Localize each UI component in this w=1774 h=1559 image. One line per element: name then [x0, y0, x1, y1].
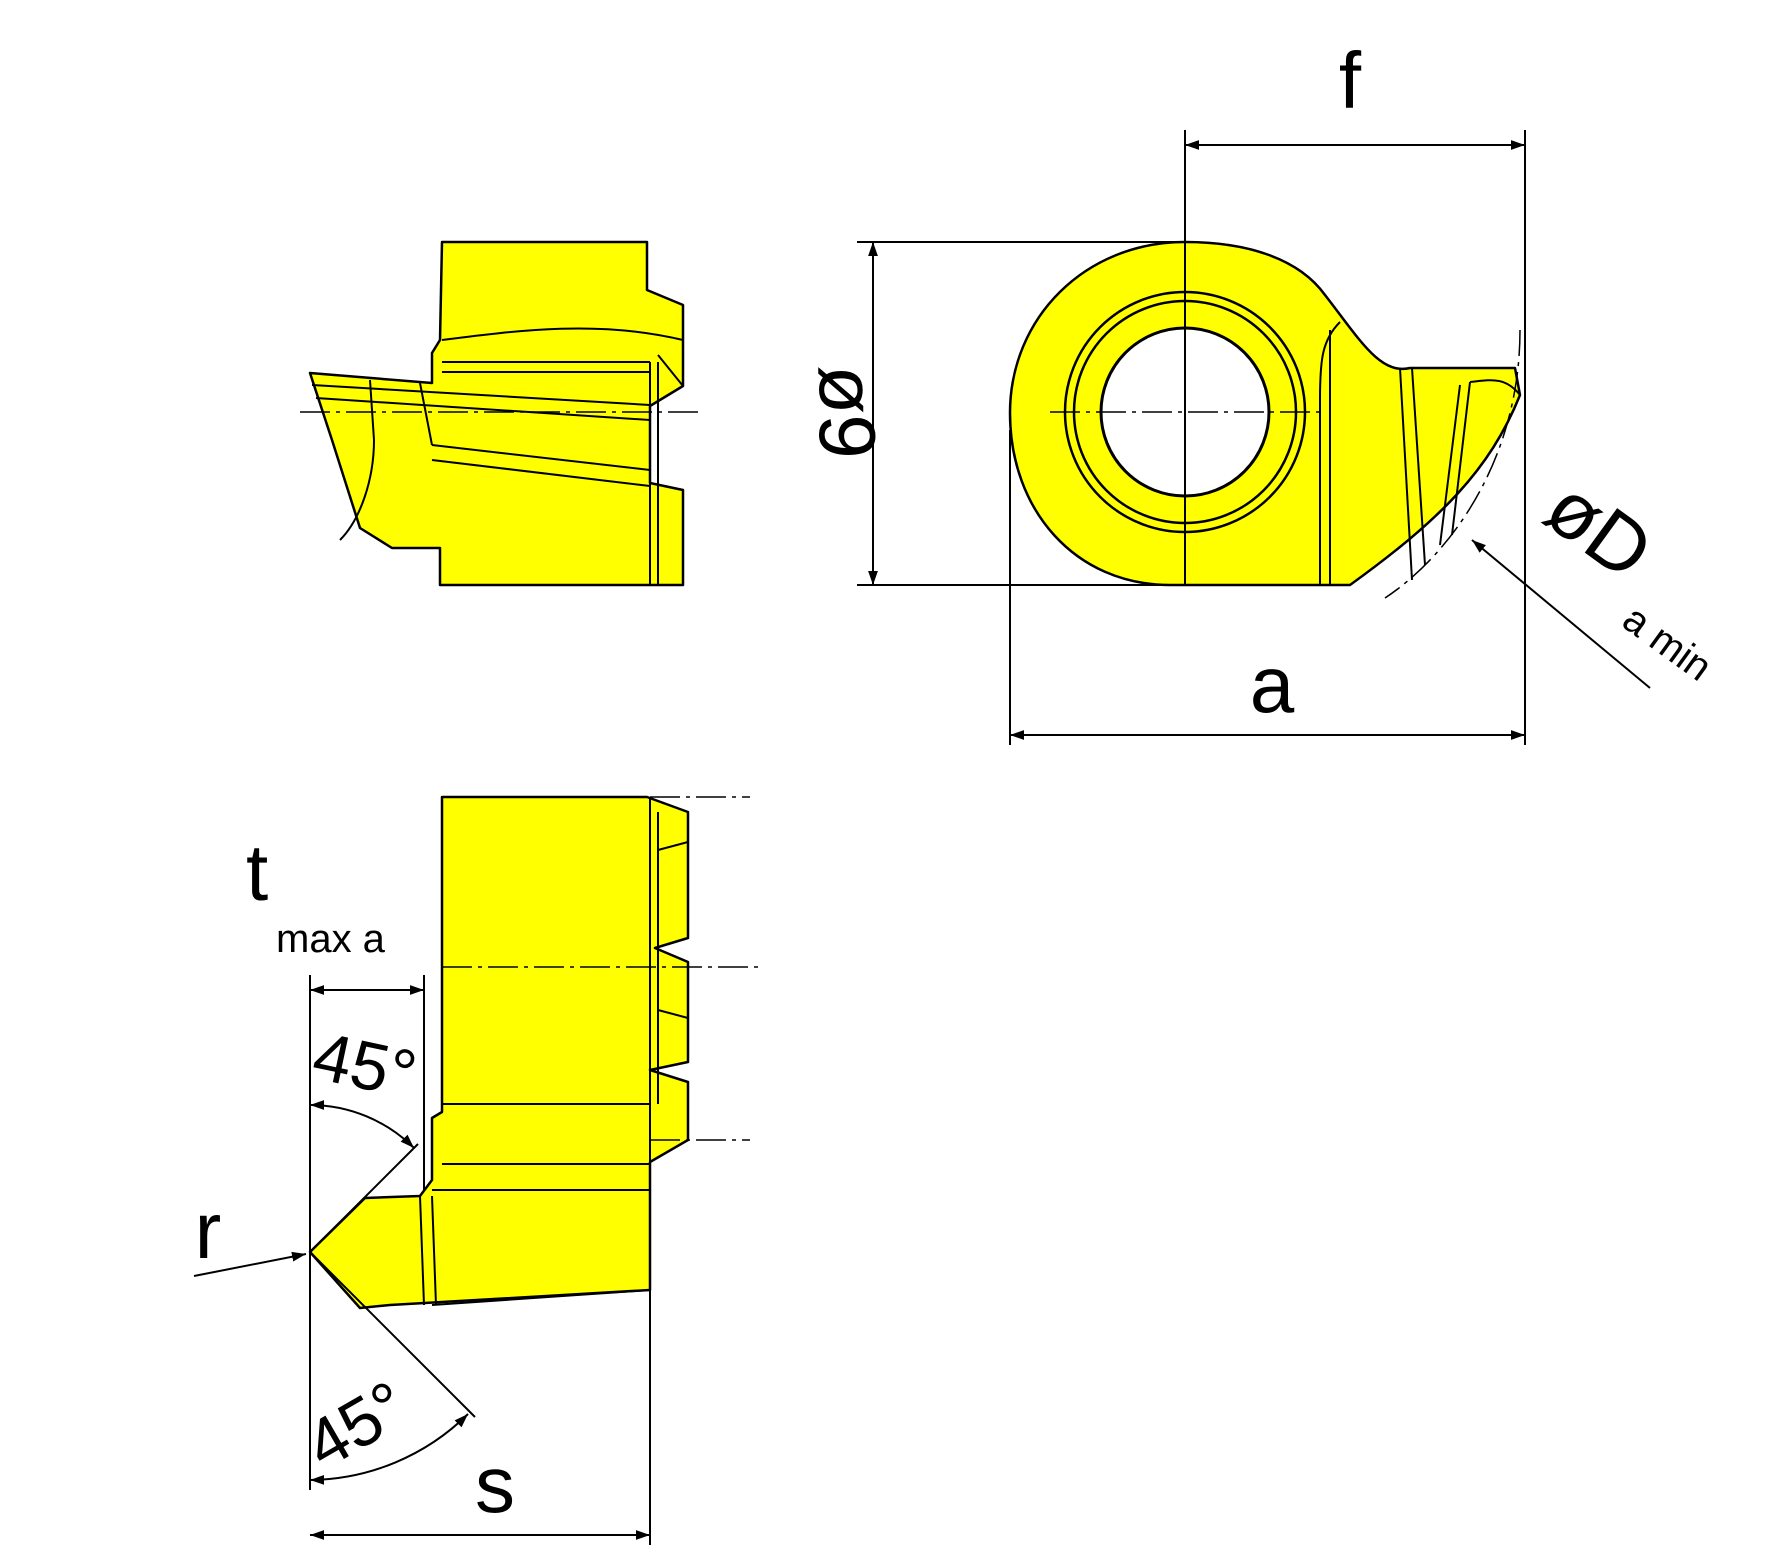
front-view-lower-left [308, 795, 760, 1310]
top-view-minimum-bore-arc [1384, 329, 1521, 599]
dimension-t [309, 975, 425, 1490]
angle-bottom-label: 45° [293, 1366, 420, 1483]
top-view-upper-right [1008, 240, 1522, 599]
dimension-diameter-D [1471, 539, 1651, 689]
dimension-diameter-9 [857, 241, 1185, 586]
side-view-upper-left [300, 240, 700, 587]
angle-top-label: 45° [307, 1018, 423, 1114]
dimension-a [1009, 430, 1525, 745]
front-view-centerlines [442, 796, 760, 1141]
dimension-diameter-9-label: ø9 [803, 365, 892, 458]
side-view-upper-left-lines [311, 327, 684, 585]
angle-top-edge-extension [309, 1143, 419, 1253]
dimension-f [1184, 130, 1526, 745]
dimension-diameter-D-label: øD [1530, 462, 1669, 597]
radius-r-label: r [195, 1186, 222, 1275]
side-view-upper-left-body [308, 240, 685, 587]
dimension-diameter-D-subscript: a min [1615, 597, 1720, 690]
top-view-edge-lines [1319, 321, 1521, 585]
angle-top-arc [309, 1100, 415, 1149]
dimension-s [310, 1290, 651, 1545]
dimension-s-label: s [475, 1440, 515, 1529]
dimension-diameter-D-leader [1471, 539, 1651, 689]
angle-dimensions [309, 1100, 476, 1485]
dimension-t-label: t [246, 828, 268, 917]
angle-bottom-arc [309, 1413, 469, 1485]
radius-r-leader [193, 1251, 307, 1277]
dimension-t-subscript: max a [276, 917, 386, 961]
angle-bottom-edge-extension [309, 1251, 476, 1418]
dimension-a-label: a [1250, 640, 1295, 729]
dimension-f-label: f [1339, 36, 1362, 125]
front-view-lines [419, 797, 689, 1306]
